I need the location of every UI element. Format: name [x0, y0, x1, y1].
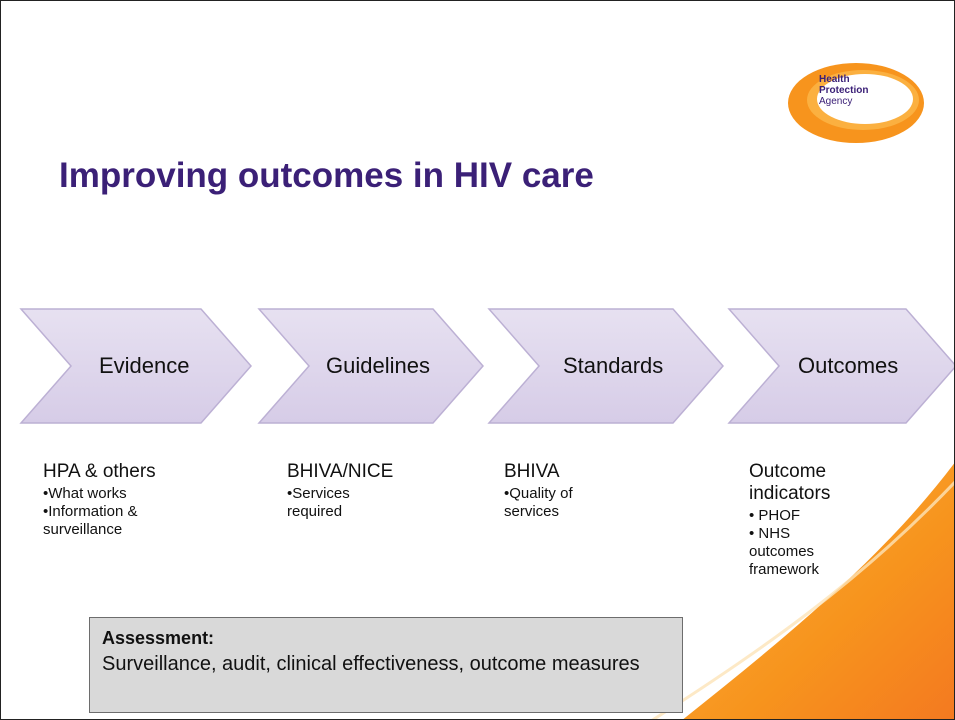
- health-protection-agency-logo: [788, 63, 924, 143]
- column-bullet: •What works: [43, 485, 127, 502]
- column-bullet: framework: [749, 561, 820, 578]
- assessment-box: Assessment: Surveillance, audit, clinica…: [89, 617, 683, 713]
- chevron-outcomes: [727, 308, 954, 424]
- column-bullet: required: [287, 503, 343, 520]
- logo-text: Health Protection Agency: [819, 74, 868, 107]
- assessment-heading: Assessment:: [102, 628, 215, 648]
- chevron-label-outcomes: Outcomes: [798, 353, 899, 378]
- logo-line-1: Health: [819, 74, 850, 85]
- column-bullet: •Quality of: [504, 485, 573, 502]
- column-outcomes: Outcome indicators • PHOF • NHS outcomes…: [749, 461, 830, 579]
- assessment-text: Surveillance, audit, clinical effectiven…: [102, 653, 640, 675]
- column-bullet: surveillance: [43, 521, 123, 538]
- chevron-label-guidelines: Guidelines: [326, 353, 430, 378]
- column-heading: BHIVA/NICE: [287, 461, 394, 482]
- column-bullet: • PHOF: [749, 507, 801, 524]
- logo-line-2: Protection: [819, 85, 869, 96]
- column-guidelines: BHIVA/NICE •Services required: [287, 461, 393, 521]
- column-bullet: outcomes: [749, 543, 815, 560]
- chevron-label-evidence: Evidence: [99, 353, 190, 378]
- column-heading: BHIVA: [504, 461, 560, 482]
- chevron-label-standards: Standards: [563, 353, 664, 378]
- column-heading-2: indicators: [749, 483, 831, 504]
- chevron-guidelines: [257, 308, 484, 424]
- column-heading: HPA & others: [43, 461, 156, 482]
- column-heading: Outcome: [749, 461, 827, 482]
- chevron-standards: [487, 308, 724, 424]
- page-title: Improving outcomes in HIV care: [59, 156, 594, 196]
- logo-line-3: Agency: [819, 96, 853, 107]
- column-evidence: HPA & others •What works •Information & …: [43, 461, 156, 539]
- column-standards: BHIVA •Quality of services: [504, 461, 573, 521]
- column-bullet: •Services: [287, 485, 350, 502]
- process-chevrons: [19, 308, 954, 424]
- column-bullet: •Information &: [43, 503, 138, 520]
- column-bullet: services: [504, 503, 560, 520]
- chevron-evidence: [19, 308, 252, 424]
- column-bullet: • NHS: [749, 525, 791, 542]
